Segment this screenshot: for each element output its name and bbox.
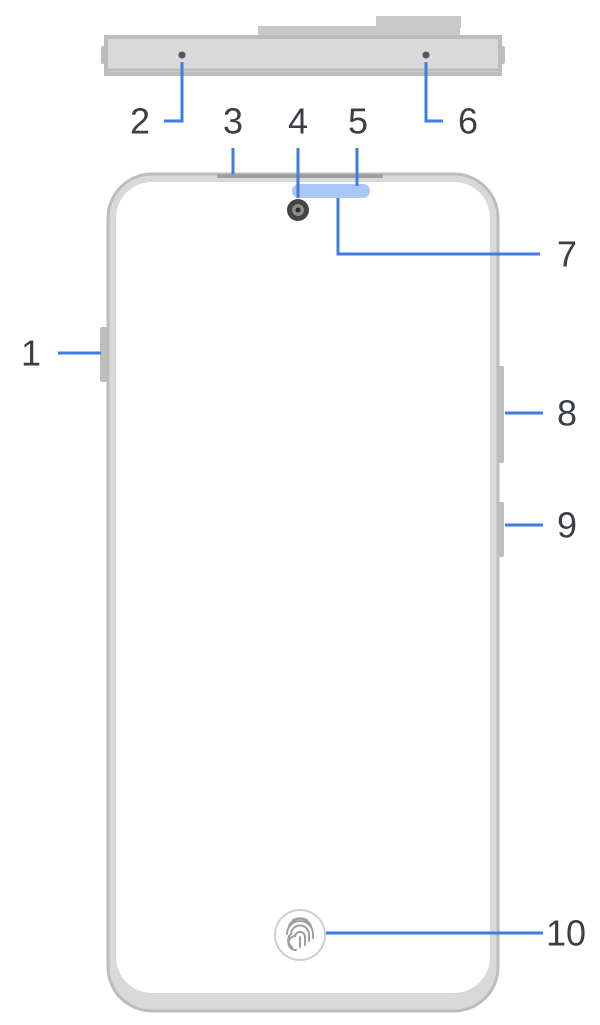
callout-label-7: 7 <box>557 234 577 275</box>
callout-labels: 1 2 3 4 5 6 7 8 9 10 <box>21 101 586 954</box>
earpiece-grille <box>217 174 383 178</box>
front-camera-icon <box>287 199 309 221</box>
callout-label-8: 8 <box>557 393 577 434</box>
callout-label-1: 1 <box>21 333 41 374</box>
top-right-microphone-hole <box>422 51 430 59</box>
callout-line-2 <box>164 62 184 123</box>
callout-label-5: 5 <box>348 101 368 142</box>
top-edge-left-nub <box>101 46 107 64</box>
proximity-sensor-highlight <box>292 184 370 198</box>
callout-lines <box>58 62 543 935</box>
callout-label-3: 3 <box>223 101 243 142</box>
fingerprint-icon <box>274 909 326 961</box>
callout-label-9: 9 <box>557 505 577 546</box>
callout-line-7 <box>336 198 540 256</box>
top-edge-camera-bump-upper <box>376 16 461 28</box>
top-edge-body <box>104 35 502 76</box>
phone-front-view <box>100 172 504 1013</box>
top-left-microphone-hole <box>178 51 186 59</box>
phone-top-edge-view <box>101 16 505 76</box>
callout-label-10: 10 <box>546 913 586 954</box>
callout-label-2: 2 <box>130 101 150 142</box>
callout-line-6 <box>424 62 443 123</box>
top-edge-right-nub <box>499 46 505 64</box>
callout-label-4: 4 <box>288 101 308 142</box>
phone-screen <box>116 182 490 993</box>
callout-label-6: 6 <box>458 101 478 142</box>
left-side-button <box>100 327 107 382</box>
